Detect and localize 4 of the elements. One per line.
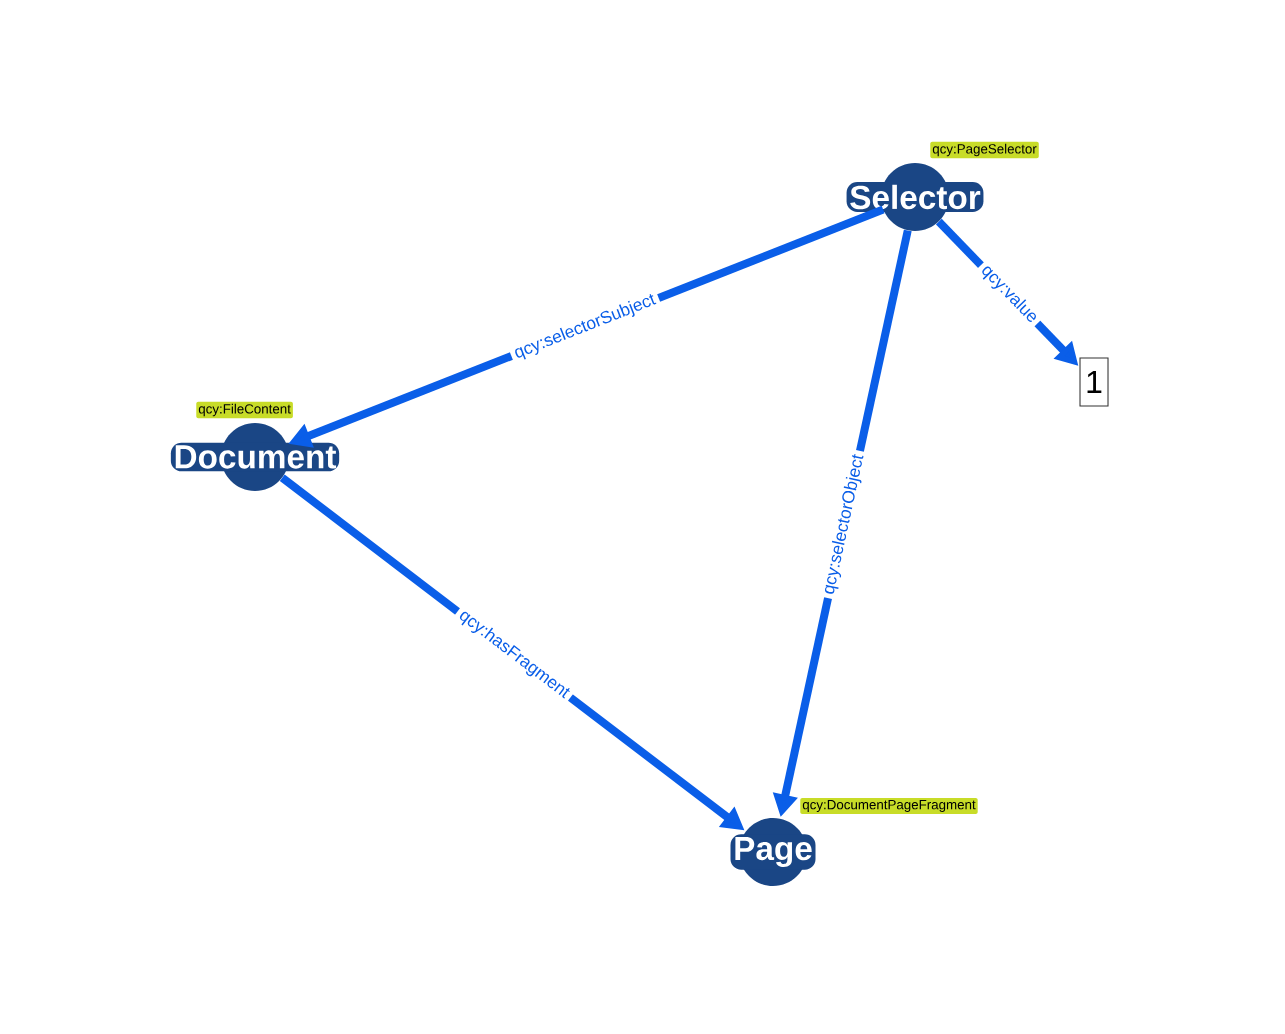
type-tag: qcy:FileContent — [196, 401, 293, 419]
type-tag: qcy:DocumentPageFragment — [800, 798, 978, 814]
type-tag: qcy:PageSelector — [930, 141, 1039, 159]
value-box: 1 — [1079, 357, 1109, 407]
